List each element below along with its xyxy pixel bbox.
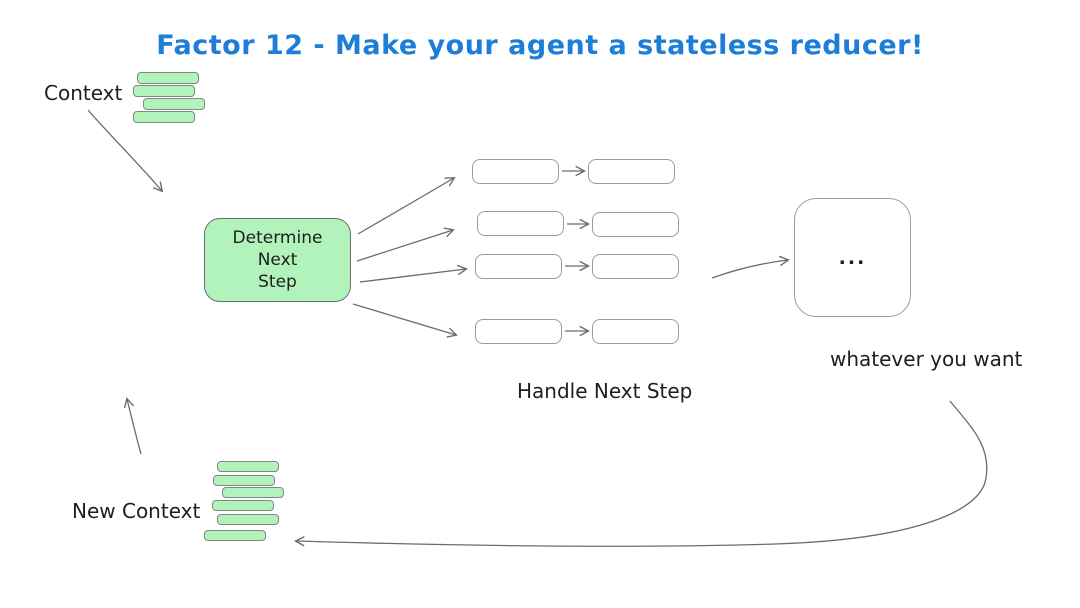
determine-line-1: Determine <box>232 228 323 248</box>
whatever-you-want-box: ... <box>794 198 911 317</box>
arrow-new-context-up <box>123 397 142 455</box>
arrow-determine-to-row4 <box>352 303 458 338</box>
whatever-you-want-label: whatever you want <box>830 347 1023 371</box>
context-stack-bar <box>137 72 199 84</box>
ellipsis-text: ... <box>838 246 867 269</box>
handler-output-box-row2 <box>592 212 679 237</box>
new-context-stack-bar <box>222 487 284 498</box>
diagram-title: Factor 12 - Make your agent a stateless … <box>156 30 924 61</box>
context-stack-bar <box>143 98 205 110</box>
handler-input-box-row2 <box>477 211 564 236</box>
arrow-return-to-new-context <box>294 400 988 547</box>
context-stack-bar <box>133 111 195 123</box>
new-context-stack-bar <box>204 530 266 541</box>
handler-output-box-row3 <box>592 254 679 279</box>
handle-next-step-label: Handle Next Step <box>517 379 693 403</box>
handler-input-box-row1 <box>472 159 559 184</box>
arrow-context-to-determine <box>87 109 164 193</box>
arrow-determine-to-row3 <box>359 264 468 283</box>
new-context-stack-bar <box>212 500 274 511</box>
new-context-label: New Context <box>72 499 201 523</box>
determine-next-step-box: Determine Next Step <box>204 218 351 302</box>
determine-line-2: Next <box>257 250 298 270</box>
handler-output-box-row4 <box>592 319 679 344</box>
context-label: Context <box>44 81 123 105</box>
determine-line-3: Step <box>258 272 297 292</box>
new-context-stack-bar <box>213 475 275 486</box>
new-context-stack-bar <box>217 461 279 472</box>
handler-input-box-row3 <box>475 254 562 279</box>
arrow-determine-to-row2 <box>356 227 455 262</box>
arrow-determine-to-row1 <box>357 177 456 235</box>
context-stack-bar <box>133 85 195 97</box>
new-context-stack-bar <box>217 514 279 525</box>
handler-input-box-row4 <box>475 319 562 344</box>
handler-output-box-row1 <box>588 159 675 184</box>
arrow-handlers-to-bigbox <box>711 255 790 279</box>
